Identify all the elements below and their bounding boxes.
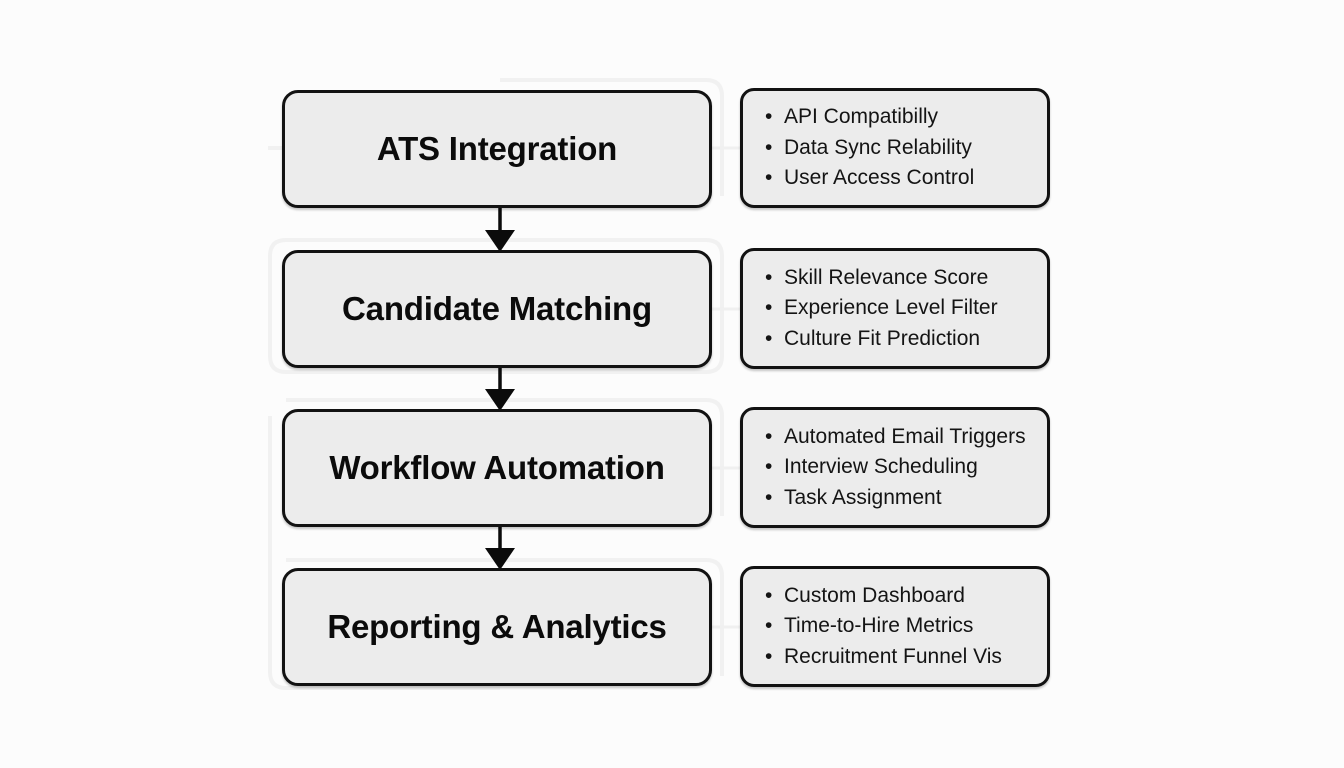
detail-list: • API Compatibilly • Data Sync Relabilit…	[763, 102, 1033, 193]
bullet-icon: •	[765, 166, 773, 190]
list-item-label: Culture Fit Prediction	[784, 326, 981, 350]
bullet-icon: •	[765, 583, 773, 607]
bullet-icon: •	[765, 265, 773, 289]
bullet-icon: •	[765, 135, 773, 159]
list-item: • Interview Scheduling	[763, 452, 1033, 482]
bullet-icon: •	[765, 485, 773, 509]
list-item: • Data Sync Relability	[763, 133, 1033, 163]
arrow-stage2-to-stage3	[485, 364, 515, 411]
detail-list: • Skill Relevance Score • Experience Lev…	[763, 263, 1033, 354]
bullet-icon: •	[765, 296, 773, 320]
flow-box-workflow-automation[interactable]: Workflow Automation	[282, 409, 712, 527]
detail-box-workflow-automation[interactable]: • Automated Email Triggers • Interview S…	[740, 407, 1050, 528]
list-item-label: Custom Dashboard	[784, 583, 965, 607]
list-item-label: Task Assignment	[784, 485, 942, 509]
list-item-label: Experience Level Filter	[784, 296, 998, 320]
list-item-label: Time-to-Hire Metrics	[784, 614, 974, 638]
flow-box-ats-integration[interactable]: ATS Integration	[282, 90, 712, 208]
bullet-icon: •	[765, 644, 773, 668]
list-item-label: User Access Control	[784, 166, 975, 190]
list-item-label: API Compatibilly	[784, 105, 939, 129]
list-item-label: Interview Scheduling	[784, 455, 978, 479]
arrow-stage3-to-stage4	[485, 523, 515, 570]
bullet-icon: •	[765, 424, 773, 448]
detail-box-reporting-analytics[interactable]: • Custom Dashboard • Time-to-Hire Metric…	[740, 566, 1050, 687]
list-item-label: Skill Relevance Score	[784, 265, 989, 289]
list-item: • Culture Fit Prediction	[763, 324, 1033, 354]
list-item: • API Compatibilly	[763, 102, 1033, 132]
list-item: • Automated Email Triggers	[763, 422, 1033, 452]
bullet-icon: •	[765, 455, 773, 479]
detail-list: • Custom Dashboard • Time-to-Hire Metric…	[763, 581, 1033, 672]
list-item: • User Access Control	[763, 163, 1033, 193]
list-item: • Task Assignment	[763, 483, 1033, 513]
flow-box-label: ATS Integration	[376, 129, 618, 167]
list-item: • Custom Dashboard	[763, 581, 1033, 611]
list-item: • Time-to-Hire Metrics	[763, 611, 1033, 641]
detail-box-ats-integration[interactable]: • API Compatibilly • Data Sync Relabilit…	[740, 88, 1050, 208]
bullet-icon: •	[765, 326, 773, 350]
bullet-icon: •	[765, 105, 773, 129]
bullet-icon: •	[765, 614, 773, 638]
detail-box-candidate-matching[interactable]: • Skill Relevance Score • Experience Lev…	[740, 248, 1050, 369]
list-item-label: Recruitment Funnel Vis	[784, 644, 1002, 668]
list-item: • Recruitment Funnel Vis	[763, 642, 1033, 672]
flow-box-candidate-matching[interactable]: Candidate Matching	[282, 250, 712, 368]
list-item: • Skill Relevance Score	[763, 263, 1033, 293]
detail-list: • Automated Email Triggers • Interview S…	[763, 422, 1033, 513]
list-item: • Experience Level Filter	[763, 293, 1033, 323]
list-item-label: Automated Email Triggers	[784, 424, 1026, 448]
arrow-stage1-to-stage2	[485, 205, 515, 252]
flow-box-label: Reporting & Analytics	[327, 607, 667, 645]
list-item-label: Data Sync Relability	[784, 135, 972, 159]
flow-box-label: Candidate Matching	[342, 289, 652, 327]
flow-box-reporting-analytics[interactable]: Reporting & Analytics	[282, 568, 712, 686]
flow-box-label: Workflow Automation	[329, 448, 665, 486]
